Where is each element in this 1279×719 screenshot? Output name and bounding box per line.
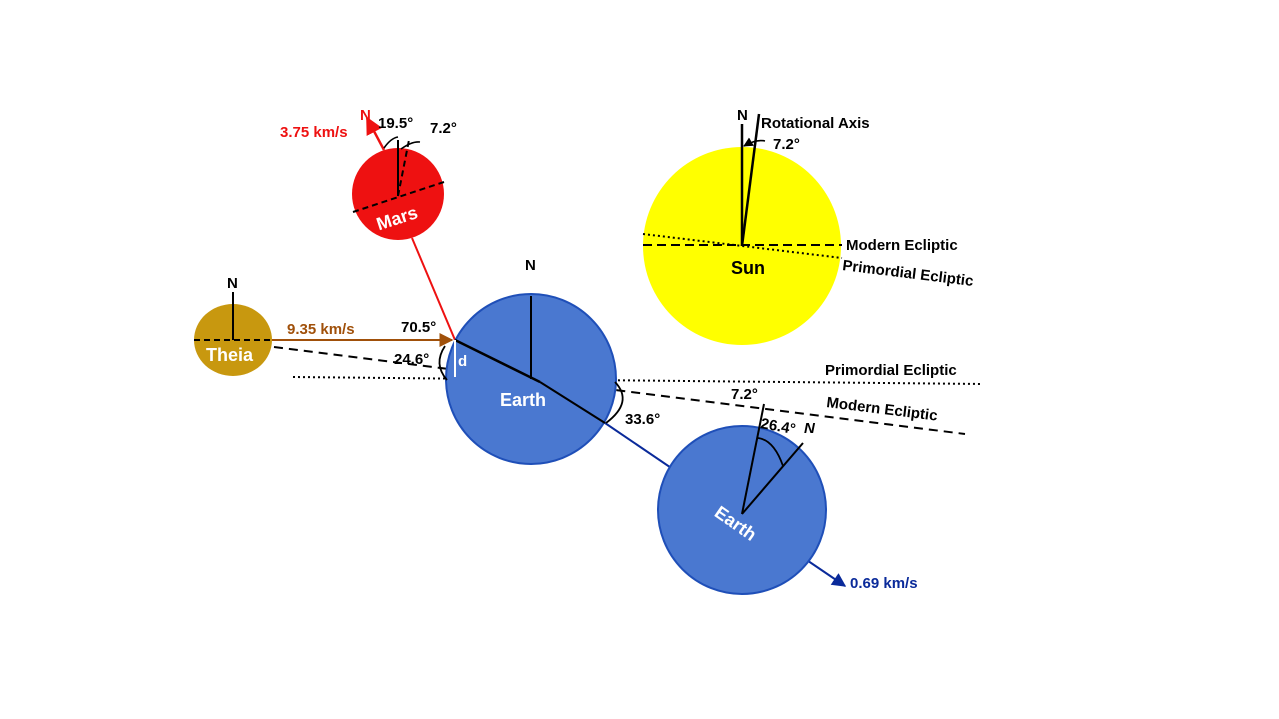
earth-theia-angle-arc [438,345,448,381]
sun-rotational-axis-line [740,113,761,247]
mars-to-earth-line [411,237,456,341]
sun-axis-label: Rotational Axis [761,115,870,132]
earth-theia-angle-label: 24.6° [394,351,429,368]
mars-velocity-arrow [365,116,386,151]
earth-impact-north-label: N [525,257,536,274]
sun-modern-ecliptic-label: Modern Ecliptic [846,237,958,254]
modern-ecliptic-line [273,346,966,435]
ecliptic-angle-label: 7.2° [731,386,758,403]
earth-impact-name-label: Earth [500,390,546,410]
earth-impact-angle-label: 70.5° [401,319,436,336]
sun-north-label: N [737,107,748,124]
earth-after-north-line [741,403,765,515]
theia-north-label: N [227,275,238,292]
earth-after-north-label: N [804,420,816,437]
mars-tilt-arc [400,141,421,150]
mars-tilt-angle-label: 7.2° [430,120,457,137]
theia-name-label: Theia [206,345,254,365]
earth-exit-line [539,381,606,424]
mars-north-label: N [360,107,371,124]
primordial-ecliptic-label: Primordial Ecliptic [825,362,957,379]
mars-equator-line [352,181,445,213]
earth-after-tilt-arc [757,437,784,467]
earth-after-tilt-label: 26.4° [759,415,797,438]
earth-distance-label: d [458,353,467,370]
theia-speed-label: 9.35 km/s [287,321,355,338]
sun-tilt-label: 7.2° [773,136,800,153]
sun-name-label: Sun [731,258,765,278]
earth-exit-angle-arc [605,381,624,424]
mars-axis-angle-label: 19.5° [378,115,413,132]
sun-primordial-ecliptic-label: Primordial Ecliptic [842,257,975,290]
mars-axis-arc [383,136,399,149]
earth-after-speed-label: 0.69 km/s [850,575,918,592]
earth-exit-angle-label: 33.6° [625,411,660,428]
earth-after-axis-line [741,442,804,515]
modern-ecliptic-label: Modern Ecliptic [826,394,939,424]
earth-impact-axis-line [454,338,541,384]
sun-tilt-arc [743,137,766,147]
mars-speed-label: 3.75 km/s [280,124,348,141]
